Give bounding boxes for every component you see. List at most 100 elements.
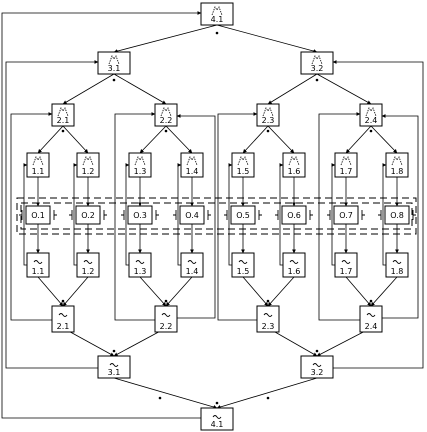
node-op-3: O.3 — [121, 205, 159, 225]
node-op-1-label: O.1 — [31, 211, 45, 220]
edge-out1-to-out2 — [139, 276, 167, 307]
node-out-2-1-label: 2.1 — [57, 322, 70, 331]
node-out-1-1-box — [26, 252, 50, 278]
node-out-2-2-label: 2.2 — [160, 322, 173, 331]
node-in-1-2-box — [76, 152, 100, 178]
junction-dot — [215, 31, 219, 35]
edge-out2-to-out3 — [62, 327, 115, 357]
edge-out1-to-out2 — [165, 276, 193, 307]
node-out-2-3: 2.3 — [256, 305, 280, 333]
feedback-loop-level1 — [279, 163, 284, 266]
junction-dot — [164, 299, 168, 303]
node-op-2-label: O.2 — [81, 211, 95, 220]
node-in-1-6-box — [282, 152, 306, 178]
edges-layer — [1, 11, 424, 419]
node-in-4-1-mark-icon — [211, 6, 223, 16]
node-in-1-4: 1.4 — [180, 152, 204, 178]
edge-in2-to-in1 — [165, 125, 193, 154]
node-in-1-1-box — [26, 152, 50, 178]
edge-root-to-in3 — [113, 24, 218, 54]
node-op-4-label: O.4 — [185, 211, 199, 220]
op-right-bar-icon — [53, 210, 57, 220]
node-in-1-2-mark-icon — [82, 156, 94, 166]
node-out-1-6-label: 1.6 — [288, 267, 301, 276]
node-in-1-8-box — [385, 152, 409, 178]
node-in-1-8-mark-icon — [391, 156, 403, 166]
node-out-3-1: 3.1 — [97, 355, 131, 379]
feedback-loop-level2 — [114, 112, 156, 321]
node-out-2-4-label: 2.4 — [365, 322, 378, 331]
node-op-8: O.8 — [378, 205, 416, 225]
feedback-loop-level1 — [23, 163, 28, 266]
junction-dot — [266, 396, 270, 400]
junction-dot — [158, 396, 162, 400]
node-out-1-7: 1.7 — [334, 252, 358, 278]
node-out-1-4-label: 1.4 — [186, 267, 199, 276]
node-in-2-2-mark-icon — [160, 107, 172, 117]
op-left-bar-icon — [275, 210, 279, 220]
edge-in2-to-in1 — [62, 125, 89, 154]
node-in-2-4-box — [359, 103, 383, 127]
node-out-2-2-tilde-icon — [161, 313, 171, 317]
edge-in3-to-in2 — [113, 73, 167, 105]
node-in-2-3-mark-icon — [262, 107, 274, 117]
node-in-1-1-label: 1.1 — [32, 167, 45, 176]
junction-dot — [61, 299, 65, 303]
edge-in3-to-in2 — [62, 73, 115, 105]
node-out-2-4: 2.4 — [359, 305, 383, 333]
op-right-bar-icon — [309, 210, 313, 220]
node-op-8-label: O.8 — [390, 211, 404, 220]
feedback-loop-level1 — [125, 163, 130, 266]
op-right-bar-icon — [361, 210, 365, 220]
node-in-1-3-box — [128, 152, 152, 178]
node-op-5: O.5 — [224, 205, 262, 225]
node-out-1-3-box — [128, 252, 152, 278]
edge-in3-to-in2 — [267, 73, 318, 105]
node-in-3-2-mark-icon — [311, 55, 323, 65]
edge-in2-to-in1 — [242, 125, 269, 154]
node-in-4-1-box — [200, 2, 234, 26]
node-in-2-1-box — [51, 103, 75, 127]
op-left-bar-icon — [378, 210, 382, 220]
node-out-2-1-box — [51, 305, 75, 333]
op-left-bar-icon — [19, 210, 23, 220]
node-in-1-7-mark-icon — [340, 156, 352, 166]
node-out-3-1-label: 3.1 — [108, 368, 121, 377]
node-out-1-8-tilde-icon — [392, 260, 402, 264]
junction-dot — [164, 129, 168, 133]
node-in-1-3: 1.3 — [128, 152, 152, 178]
feedback-loop-level2 — [318, 112, 361, 321]
edge-in2-to-in1 — [139, 125, 167, 154]
node-out-1-1-label: 1.1 — [32, 267, 45, 276]
node-out-1-3: 1.3 — [128, 252, 152, 278]
node-out-2-3-label: 2.3 — [262, 322, 275, 331]
node-out-1-4-tilde-icon — [187, 260, 197, 264]
node-out-1-3-tilde-icon — [135, 260, 145, 264]
node-in-3-2-box — [300, 51, 334, 75]
edge-out2-to-out3 — [267, 327, 318, 357]
edge-out1-to-out2 — [37, 276, 64, 307]
edge-out1-to-out2 — [267, 276, 295, 307]
node-in-2-3-box — [256, 103, 280, 127]
node-op-6-label: O.6 — [287, 211, 301, 220]
node-out-1-7-box — [334, 252, 358, 278]
junction-dot — [61, 129, 65, 133]
edge-out1-to-out2 — [242, 276, 269, 307]
junction-dot — [266, 129, 270, 133]
feedback-loop-level2-right — [381, 114, 419, 319]
feedback-loop-level3-left — [5, 60, 99, 369]
node-out-1-8-label: 1.8 — [391, 267, 404, 276]
node-in-3-1-box — [97, 51, 131, 75]
node-out-1-5-label: 1.5 — [237, 267, 250, 276]
node-out-1-2-box — [76, 252, 100, 278]
op-left-bar-icon — [224, 210, 228, 220]
op-right-bar-icon — [103, 210, 107, 220]
node-in-1-6-mark-icon — [288, 156, 300, 166]
node-in-2-1-mark-icon — [57, 107, 69, 117]
node-in-2-4: 2.4 — [359, 103, 383, 127]
node-op-3-label: O.3 — [133, 211, 147, 220]
feedback-loop-level1 — [331, 163, 336, 266]
node-in-1-2: 1.2 — [76, 152, 100, 178]
node-out-1-5-tilde-icon — [238, 260, 248, 264]
op-right-bar-icon — [155, 210, 159, 220]
